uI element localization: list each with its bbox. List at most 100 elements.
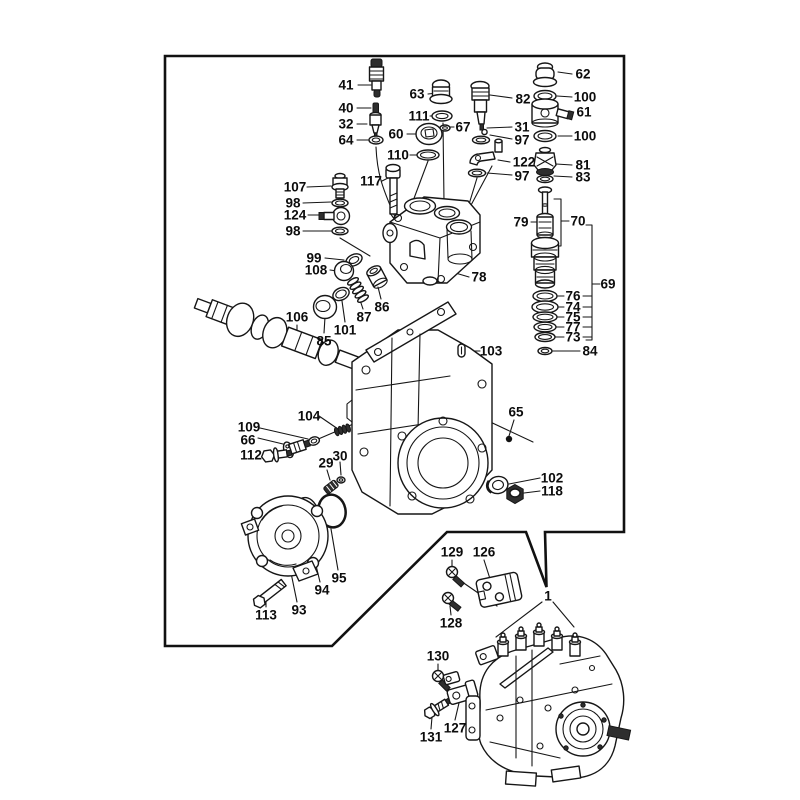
callout-79: 79 bbox=[513, 215, 528, 230]
callout-1: 1 bbox=[544, 589, 552, 604]
callout-62: 62 bbox=[575, 67, 590, 82]
callout-103: 103 bbox=[480, 344, 503, 359]
part-97-gasket bbox=[471, 135, 491, 145]
callout-102: 102 bbox=[541, 471, 564, 486]
part-31-ball bbox=[481, 128, 488, 136]
part-75-ring bbox=[532, 311, 558, 323]
part-117-bolt bbox=[385, 163, 401, 219]
callout-126: 126 bbox=[473, 545, 496, 560]
callout-112: 112 bbox=[240, 448, 262, 463]
callout-130: 130 bbox=[427, 649, 450, 664]
diagram-frame-border bbox=[163, 54, 626, 648]
callout-81: 81 bbox=[575, 158, 591, 173]
part-85-cap bbox=[312, 294, 338, 320]
part-111-o-ring bbox=[431, 110, 453, 122]
part-128-screw bbox=[441, 591, 462, 612]
part-101-gasket bbox=[332, 286, 350, 302]
part-98-washer bbox=[331, 198, 349, 208]
part-1-pump-assembly bbox=[465, 622, 632, 787]
callout-69: 69 bbox=[600, 277, 615, 292]
callout-86: 86 bbox=[374, 300, 390, 315]
part-78-head bbox=[382, 196, 481, 286]
callout-131: 131 bbox=[420, 730, 443, 745]
callout-106: 106 bbox=[286, 310, 309, 325]
callout-32: 32 bbox=[338, 117, 353, 132]
callout-97: 97 bbox=[514, 169, 529, 184]
callout-113: 113 bbox=[255, 608, 277, 623]
callout-100: 100 bbox=[574, 90, 597, 105]
callout-99: 99 bbox=[306, 251, 321, 266]
part-93-governor-cover bbox=[240, 495, 329, 582]
callout-110: 110 bbox=[387, 148, 409, 163]
part-64-washer bbox=[368, 135, 384, 145]
callout-70: 70 bbox=[570, 214, 585, 229]
part-110-o-ring bbox=[416, 149, 440, 161]
part-77-ring bbox=[533, 321, 557, 333]
part-84-washer bbox=[537, 346, 553, 356]
part-73-ring bbox=[534, 331, 556, 343]
part-103-pin bbox=[457, 343, 466, 358]
part-98-washer-2 bbox=[331, 226, 349, 236]
callout-66: 66 bbox=[240, 433, 256, 448]
callout-109: 109 bbox=[238, 420, 261, 435]
part-83-gasket bbox=[536, 174, 554, 184]
callout-117: 117 bbox=[360, 174, 382, 189]
callout-94: 94 bbox=[314, 583, 330, 598]
part-104-spring bbox=[333, 423, 351, 437]
callout-82: 82 bbox=[515, 92, 530, 107]
part-74-ring bbox=[531, 300, 559, 314]
part-97-gasket-2 bbox=[467, 168, 487, 178]
part-32-nozzle bbox=[369, 111, 382, 138]
callout-63: 63 bbox=[409, 87, 425, 102]
callout-61: 61 bbox=[576, 105, 592, 120]
part-107-banjo-bolt bbox=[331, 172, 349, 199]
part-126-bracket bbox=[475, 571, 523, 608]
callout-75: 75 bbox=[565, 310, 581, 325]
part-122-elbow bbox=[469, 138, 503, 166]
callout-60: 60 bbox=[388, 127, 403, 142]
part-41-joint-bolt bbox=[368, 58, 385, 98]
part-63-plug bbox=[429, 79, 453, 105]
callout-74: 74 bbox=[565, 300, 581, 315]
callout-129: 129 bbox=[441, 545, 464, 560]
part-87-spring bbox=[346, 276, 370, 304]
callout-77: 77 bbox=[565, 320, 580, 335]
callout-30: 30 bbox=[332, 449, 347, 464]
part-79-tappet bbox=[536, 212, 554, 239]
callout-83: 83 bbox=[575, 170, 591, 185]
callout-97: 97 bbox=[514, 133, 529, 148]
callout-76: 76 bbox=[565, 289, 581, 304]
callout-128: 128 bbox=[440, 616, 463, 631]
callout-107: 107 bbox=[284, 180, 307, 195]
part-62-cap bbox=[532, 62, 558, 88]
callout-78: 78 bbox=[471, 270, 487, 285]
callout-101: 101 bbox=[334, 323, 357, 338]
callout-67: 67 bbox=[455, 120, 470, 135]
callout-93: 93 bbox=[291, 603, 307, 618]
callout-118: 118 bbox=[541, 484, 563, 499]
part-113-bolt bbox=[252, 578, 287, 609]
pump-top-fittings bbox=[496, 622, 582, 657]
part-102-seal bbox=[485, 475, 509, 495]
part-65-ball bbox=[505, 435, 513, 443]
callout-41: 41 bbox=[338, 78, 354, 93]
part-60-screw-plug bbox=[415, 122, 443, 146]
callout-95: 95 bbox=[331, 571, 347, 586]
part-76-ring bbox=[532, 289, 558, 303]
callout-98: 98 bbox=[285, 224, 301, 239]
callout-65: 65 bbox=[508, 405, 524, 420]
callout-108: 108 bbox=[305, 263, 328, 278]
callout-127: 127 bbox=[444, 721, 467, 736]
part-86-bushing bbox=[366, 265, 388, 289]
part-30-washer bbox=[336, 476, 346, 484]
callout-87: 87 bbox=[356, 310, 371, 325]
part-81-valve-seat bbox=[533, 146, 557, 176]
part-112-bolt bbox=[260, 447, 293, 463]
callout-85: 85 bbox=[316, 334, 332, 349]
part-61-holder bbox=[531, 98, 575, 128]
callout-100: 100 bbox=[574, 129, 597, 144]
part-82-valve bbox=[470, 80, 490, 131]
callout-73: 73 bbox=[565, 330, 581, 345]
